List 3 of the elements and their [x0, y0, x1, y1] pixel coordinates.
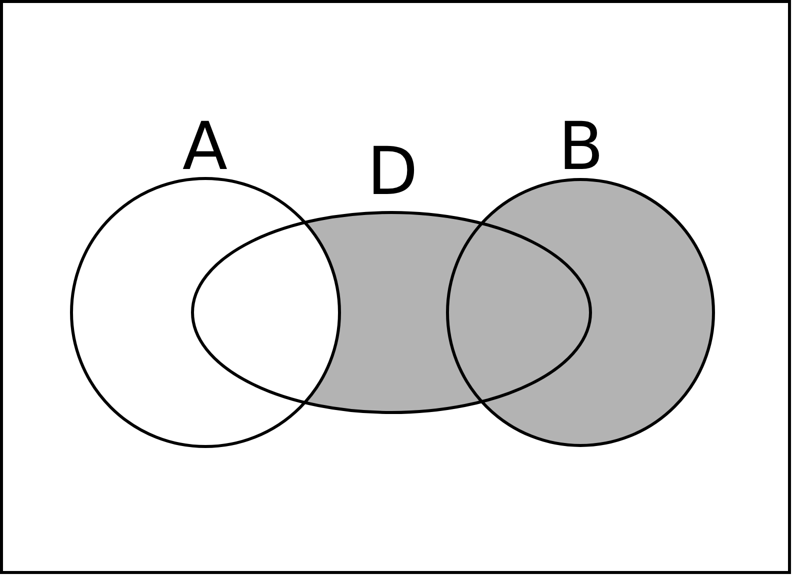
set-label: A — [182, 114, 228, 180]
set-label: D — [367, 139, 418, 205]
set-label: B — [558, 114, 604, 180]
